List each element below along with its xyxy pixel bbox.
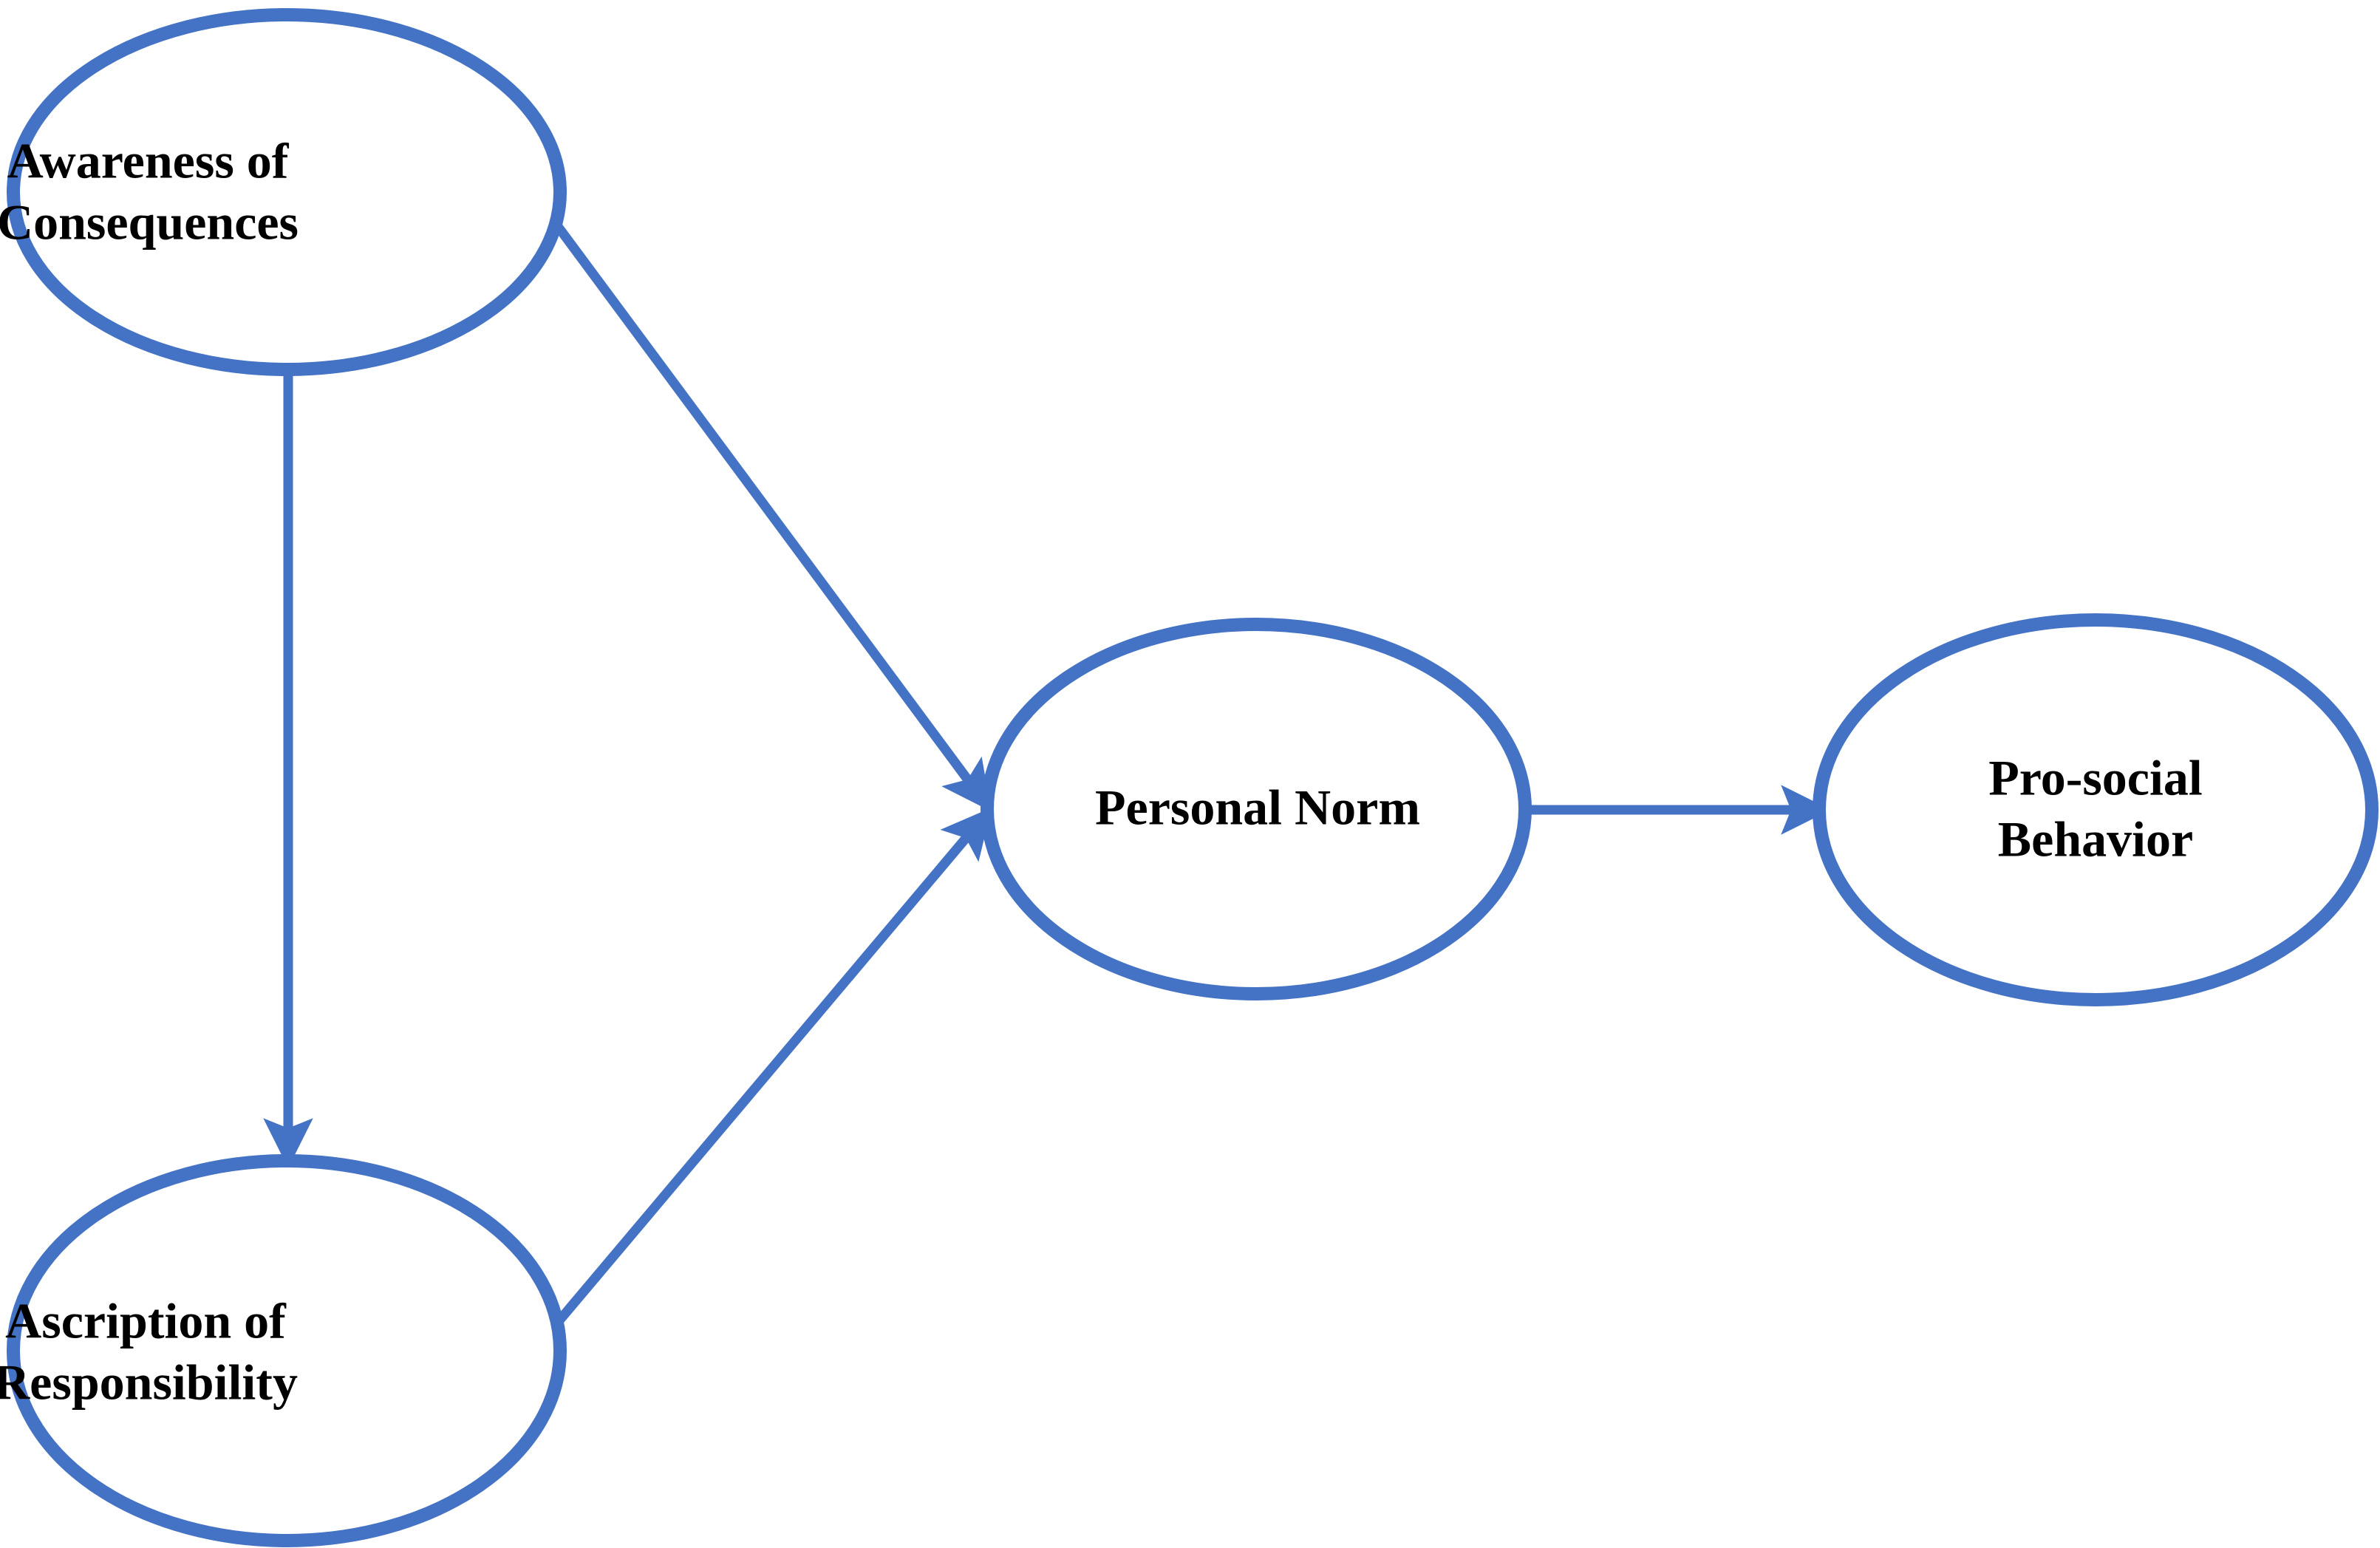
nodes-layer: Awareness of Consequences Ascription of …	[0, 8, 2379, 1547]
node-pro-social-behavior-label-line-1: Pro-social	[1988, 750, 2203, 806]
node-awareness-of-consequences-label-line-2: Consequences	[0, 194, 299, 250]
node-ascription-of-responsibility-shape[interactable]	[7, 1154, 567, 1547]
edge-awareness-to-personal-norm	[548, 216, 992, 812]
node-ascription-of-responsibility-label-line-1: Ascription of	[5, 1293, 287, 1349]
node-awareness-of-consequences-label-line-1: Awareness of	[7, 133, 290, 189]
node-ascription-of-responsibility-label-line-2: Responsibility	[0, 1354, 298, 1411]
node-ascription-of-responsibility[interactable]: Ascription of Responsibility	[0, 1154, 567, 1547]
node-pro-social-behavior[interactable]: Pro-social Behavior	[1813, 613, 2379, 1006]
node-personal-norm-shape[interactable]	[981, 618, 1532, 1000]
node-personal-norm-label: Personal Norm	[1095, 780, 1420, 836]
node-personal-norm[interactable]: Personal Norm	[981, 618, 1532, 1000]
node-pro-social-behavior-shape[interactable]	[1813, 613, 2379, 1006]
node-awareness-of-consequences[interactable]: Awareness of Consequences	[0, 8, 567, 376]
node-awareness-of-consequences-shape[interactable]	[7, 8, 567, 376]
edge-ascription-to-personal-norm	[552, 808, 992, 1329]
edges-layer	[263, 216, 1831, 1329]
node-pro-social-behavior-label-line-2: Behavior	[1998, 811, 2193, 867]
